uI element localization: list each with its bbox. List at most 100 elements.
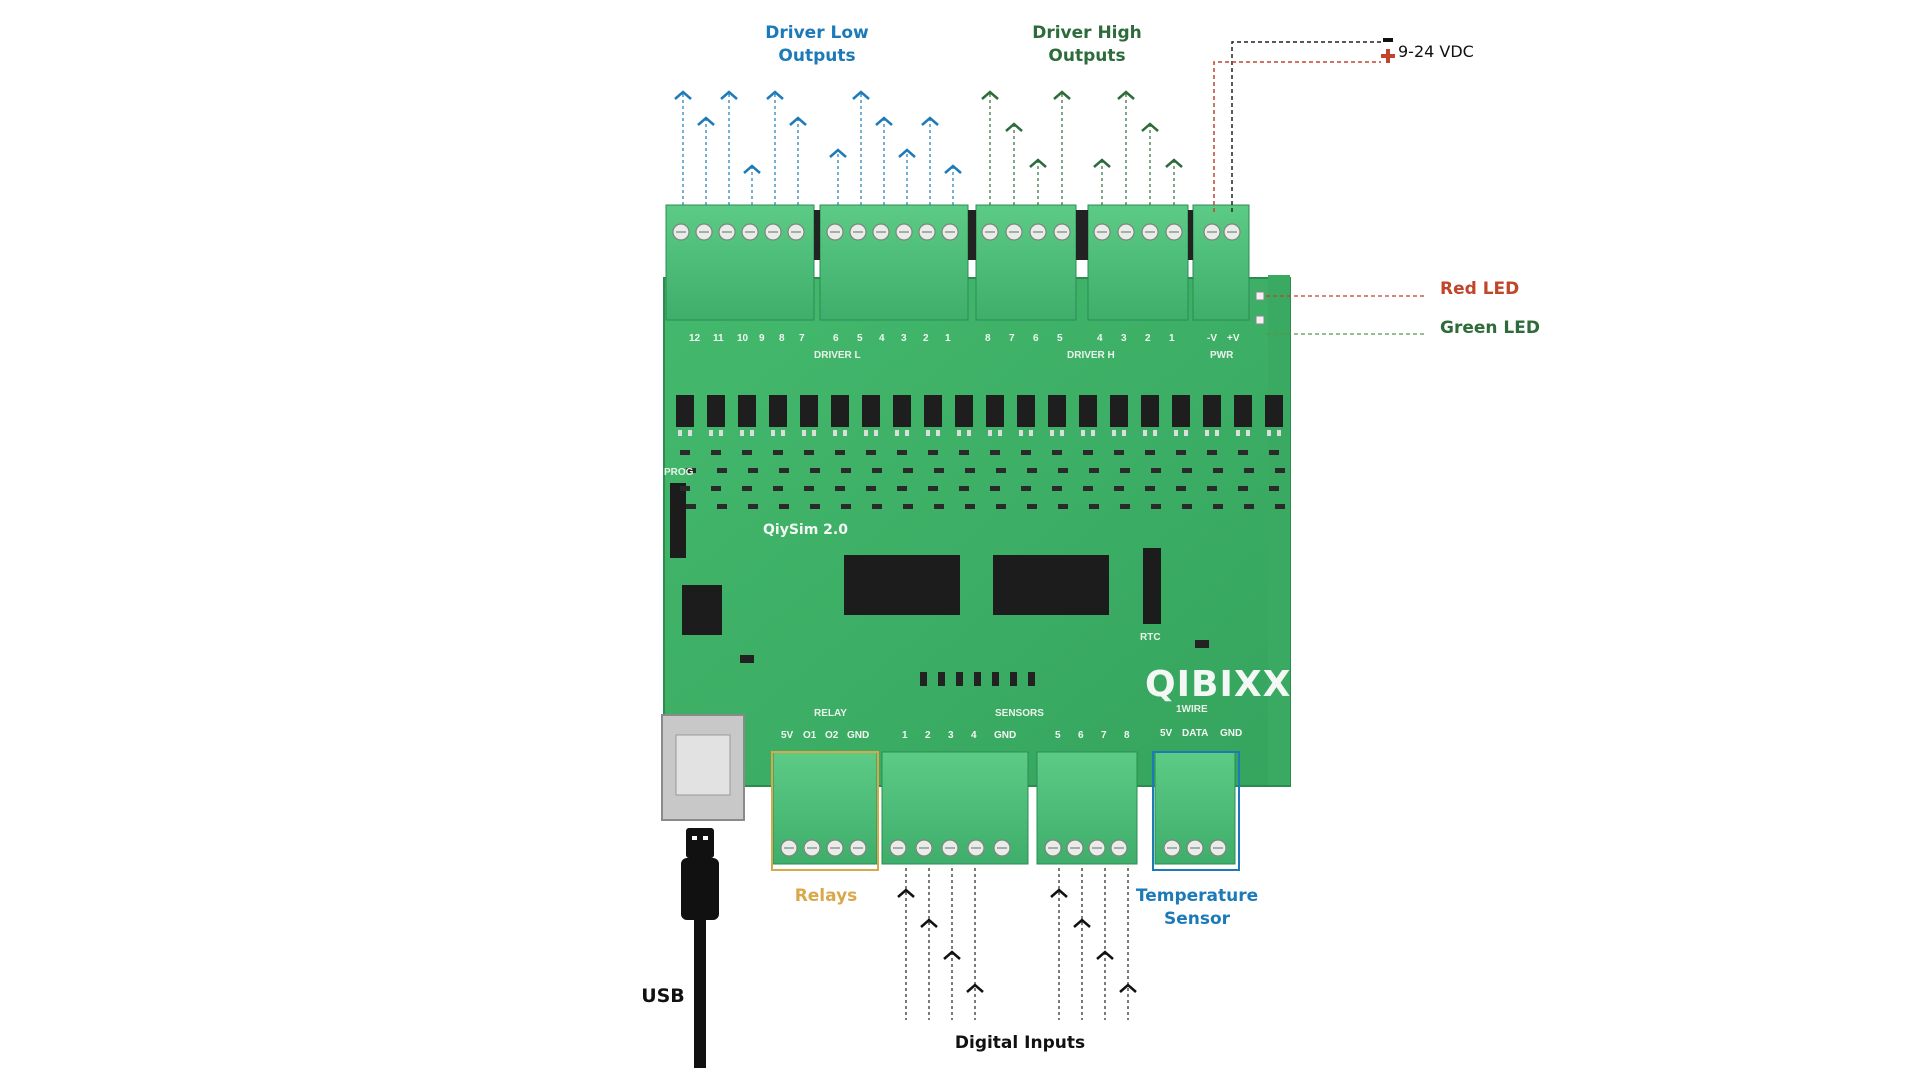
pin-top-4: 8 (779, 333, 785, 344)
smd-47 (897, 486, 907, 491)
usb-plug-head (686, 828, 714, 858)
smd-29 (965, 468, 975, 473)
pin-relay-0: 5V (781, 730, 794, 741)
pin-top-3: 9 (759, 333, 765, 344)
smd-55 (1145, 486, 1155, 491)
pin-sensor-a-1: 2 (925, 730, 931, 741)
pin-top-11: 1 (945, 333, 951, 344)
transistor-lead-b-3 (781, 430, 785, 436)
smd-cap-2 (1195, 640, 1209, 648)
smd-52 (1052, 486, 1062, 491)
transistor-lead-b-17 (1215, 430, 1219, 436)
smd-11 (1021, 450, 1031, 455)
smd-77 (1213, 504, 1223, 509)
bottom-screws (780, 839, 1227, 857)
smd-9 (959, 450, 969, 455)
transistor-lead-b-0 (688, 430, 692, 436)
pin-top-6: 6 (833, 333, 839, 344)
transistor-lead-b-9 (967, 430, 971, 436)
smd-59 (1269, 486, 1279, 491)
transistor-lead-b-14 (1122, 430, 1126, 436)
smd-41 (711, 486, 721, 491)
arrow-driver-low-10 (921, 116, 939, 126)
smd-28 (934, 468, 944, 473)
smd-diode-5 (1010, 672, 1017, 686)
smd-24 (810, 468, 820, 473)
pin-top-18: 2 (1145, 333, 1151, 344)
usb-cable (694, 918, 706, 1068)
pin-top-10: 2 (923, 333, 929, 344)
pin-relay-2: O2 (825, 730, 839, 741)
arrow-driver-high-4 (1093, 158, 1111, 168)
pin-sensor-a-4: GND (994, 730, 1017, 741)
transistor-lead-b-5 (843, 430, 847, 436)
smd-50 (990, 486, 1000, 491)
smd-54 (1114, 486, 1124, 491)
transistor-12 (1048, 395, 1066, 427)
smd-78 (1244, 504, 1254, 509)
transistor-14 (1110, 395, 1128, 427)
smd-10 (990, 450, 1000, 455)
smd-26 (872, 468, 882, 473)
transistor-lead-b-18 (1246, 430, 1250, 436)
bottom-terminals (772, 751, 1236, 865)
transistor-lead-a-7 (895, 430, 899, 436)
transistor-9 (955, 395, 973, 427)
black-header-strip (814, 210, 820, 260)
transistor-lead-a-6 (864, 430, 868, 436)
arrow-digital-input-2 (943, 950, 961, 960)
transistor-13 (1079, 395, 1097, 427)
smd-53 (1083, 486, 1093, 491)
power-wire-positive (1213, 61, 1381, 212)
smd-37 (1213, 468, 1223, 473)
transistor-lead-b-1 (719, 430, 723, 436)
smd-25 (841, 468, 851, 473)
smd-20 (686, 468, 696, 473)
ic-u2 (993, 555, 1109, 615)
smd-32 (1058, 468, 1068, 473)
power-wire-negative (1231, 41, 1381, 212)
smd-46 (866, 486, 876, 491)
smd-diode-0 (920, 672, 927, 686)
transistor-lead-a-1 (709, 430, 713, 436)
transistor-0 (676, 395, 694, 427)
transistor-lead-b-12 (1060, 430, 1064, 436)
arrow-driver-high-3 (1053, 90, 1071, 100)
smd-31 (1027, 468, 1037, 473)
arrow-driver-high-5 (1117, 90, 1135, 100)
led-red (1255, 291, 1265, 301)
silk-prog: PROG (664, 467, 694, 478)
smd-1 (711, 450, 721, 455)
transistor-lead-b-4 (812, 430, 816, 436)
arrow-digital-input-5 (1073, 918, 1091, 928)
power-wires (1213, 38, 1395, 212)
terminal-power (1192, 204, 1250, 321)
smd-30 (996, 468, 1006, 473)
smd-5 (835, 450, 845, 455)
transistor-lead-b-15 (1153, 430, 1157, 436)
silk-driver-h: DRIVER H (1067, 350, 1115, 361)
black-header-strip-2 (968, 210, 976, 260)
smd-27 (903, 468, 913, 473)
smd-diode-3 (974, 672, 981, 686)
led-green (1255, 315, 1265, 325)
smd-38 (1244, 468, 1254, 473)
transistor-2 (738, 395, 756, 427)
transistor-16 (1172, 395, 1190, 427)
smd-12 (1052, 450, 1062, 455)
terminal-driver-low-a (665, 204, 815, 321)
transistor-lead-a-16 (1174, 430, 1178, 436)
brand-logo-text: QIBIXX (1145, 664, 1292, 705)
transistor-10 (986, 395, 1004, 427)
pin-top-20: -V (1207, 333, 1217, 344)
smd-49 (959, 486, 969, 491)
transistor-lead-b-13 (1091, 430, 1095, 436)
pin-sensor-b-3: 8 (1124, 730, 1130, 741)
smd-73 (1089, 504, 1099, 509)
pin-top-8: 4 (879, 333, 885, 344)
transistor-1 (707, 395, 725, 427)
pin-sensor-b-1: 6 (1078, 730, 1084, 741)
smd-8 (928, 450, 938, 455)
